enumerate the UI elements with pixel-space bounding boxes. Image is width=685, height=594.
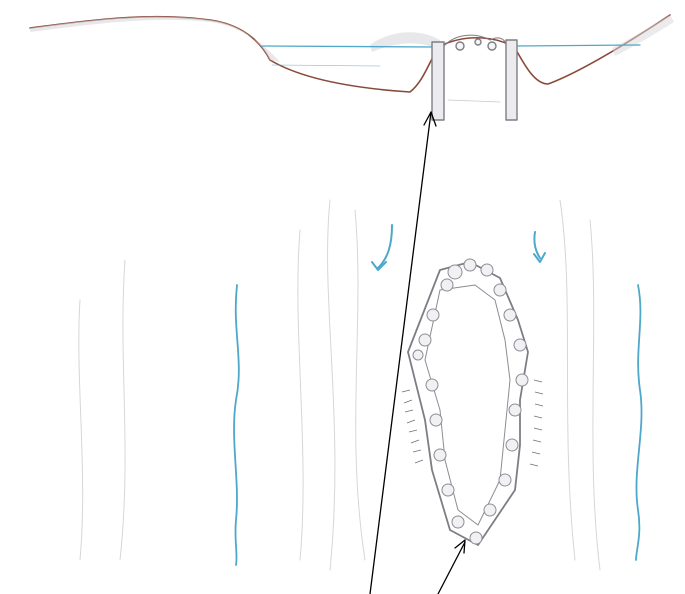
flow-arrows [372, 225, 545, 270]
water-table-line [262, 45, 640, 66]
ground-surface [30, 15, 674, 92]
well-shaft [432, 35, 517, 120]
infiltration-pit [402, 259, 543, 545]
